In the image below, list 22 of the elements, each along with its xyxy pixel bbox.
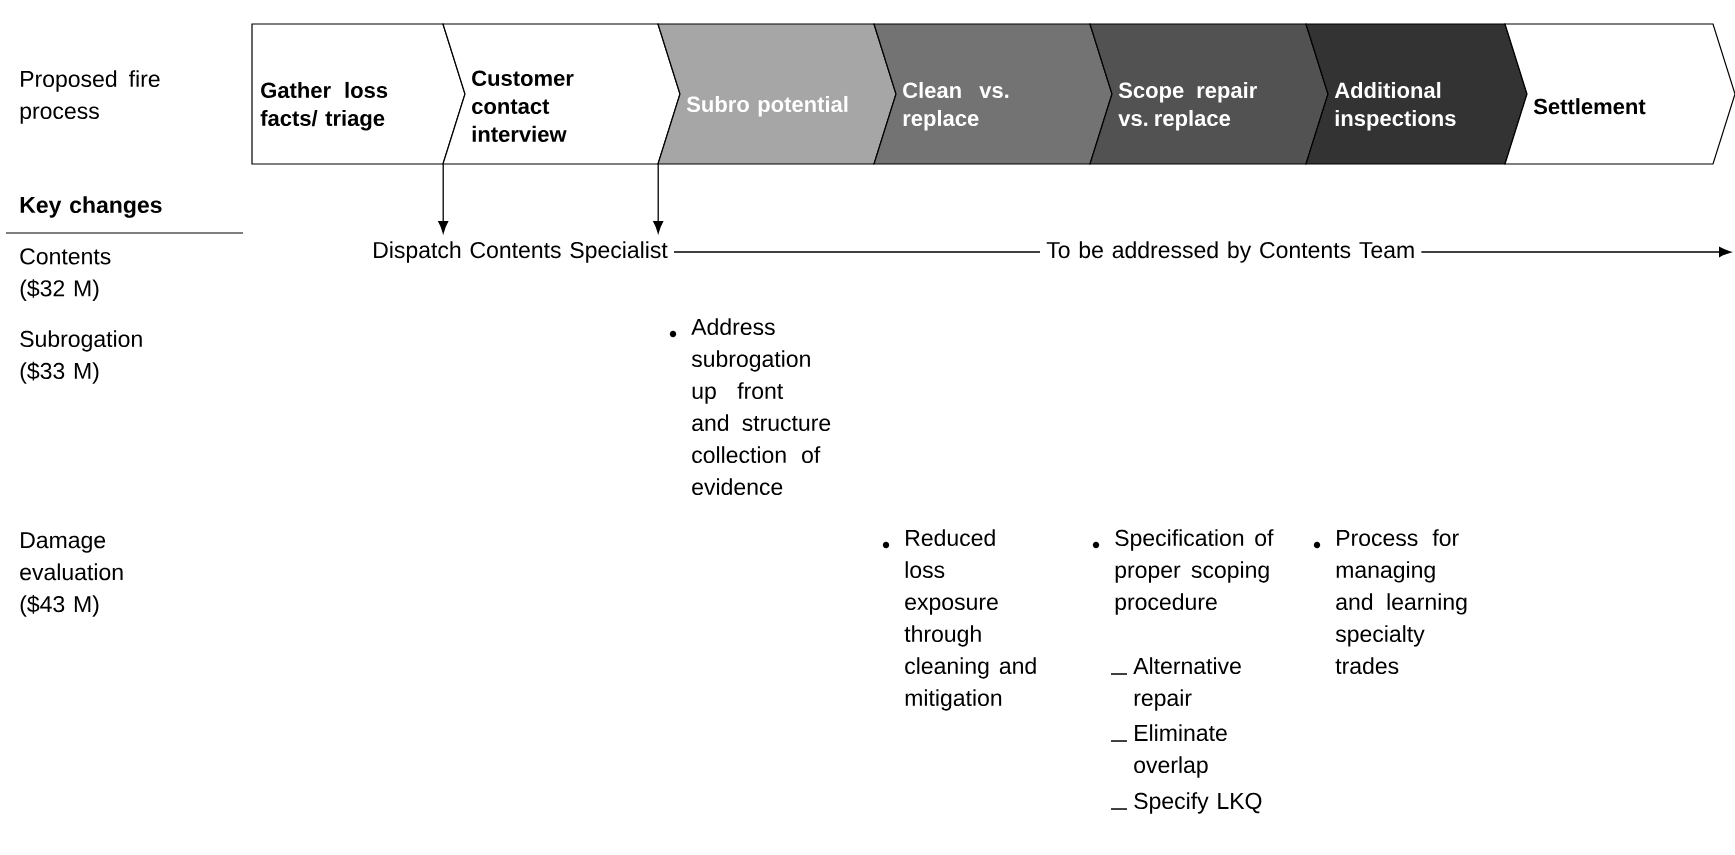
sub-item: Specify LKQ xyxy=(1110,792,1262,814)
chevron-step: Scope repair vs. replace xyxy=(1089,23,1329,165)
row-label: Contents ($32 M) xyxy=(20,248,111,302)
chevron-step: Clean vs. replace xyxy=(873,23,1113,165)
arrow xyxy=(1420,247,1732,257)
chevron-step: Settlement xyxy=(1504,23,1735,165)
arrow xyxy=(653,163,664,234)
sub-item: Alternative repair xyxy=(1110,657,1241,711)
bullet-item: Specification of proper scoping procedure xyxy=(1092,529,1274,615)
bullet-item: Reduced loss exposure through cleaning and mitigation xyxy=(882,529,1036,711)
chevron-step: Subro potential xyxy=(657,23,897,165)
row-heading: To be addressed by Contents Team xyxy=(1046,241,1414,263)
row-label: Proposed fire process xyxy=(20,70,160,124)
row-label: Damage evaluation ($43 M) xyxy=(20,532,123,617)
section-heading: Key changes xyxy=(20,196,162,218)
bullet-item: Address subrogation up front and structure collection of evidence xyxy=(669,318,831,496)
row-label: Subrogation ($33 M) xyxy=(20,330,142,384)
chevron-step: Gather loss facts/ triage xyxy=(251,23,466,165)
bullet-item: Process for managing and learning specialty trades xyxy=(1313,529,1467,675)
row-heading: Dispatch Contents Specialist xyxy=(374,241,668,263)
sub-item: Eliminate overlap xyxy=(1110,724,1227,778)
arrow xyxy=(438,163,449,234)
